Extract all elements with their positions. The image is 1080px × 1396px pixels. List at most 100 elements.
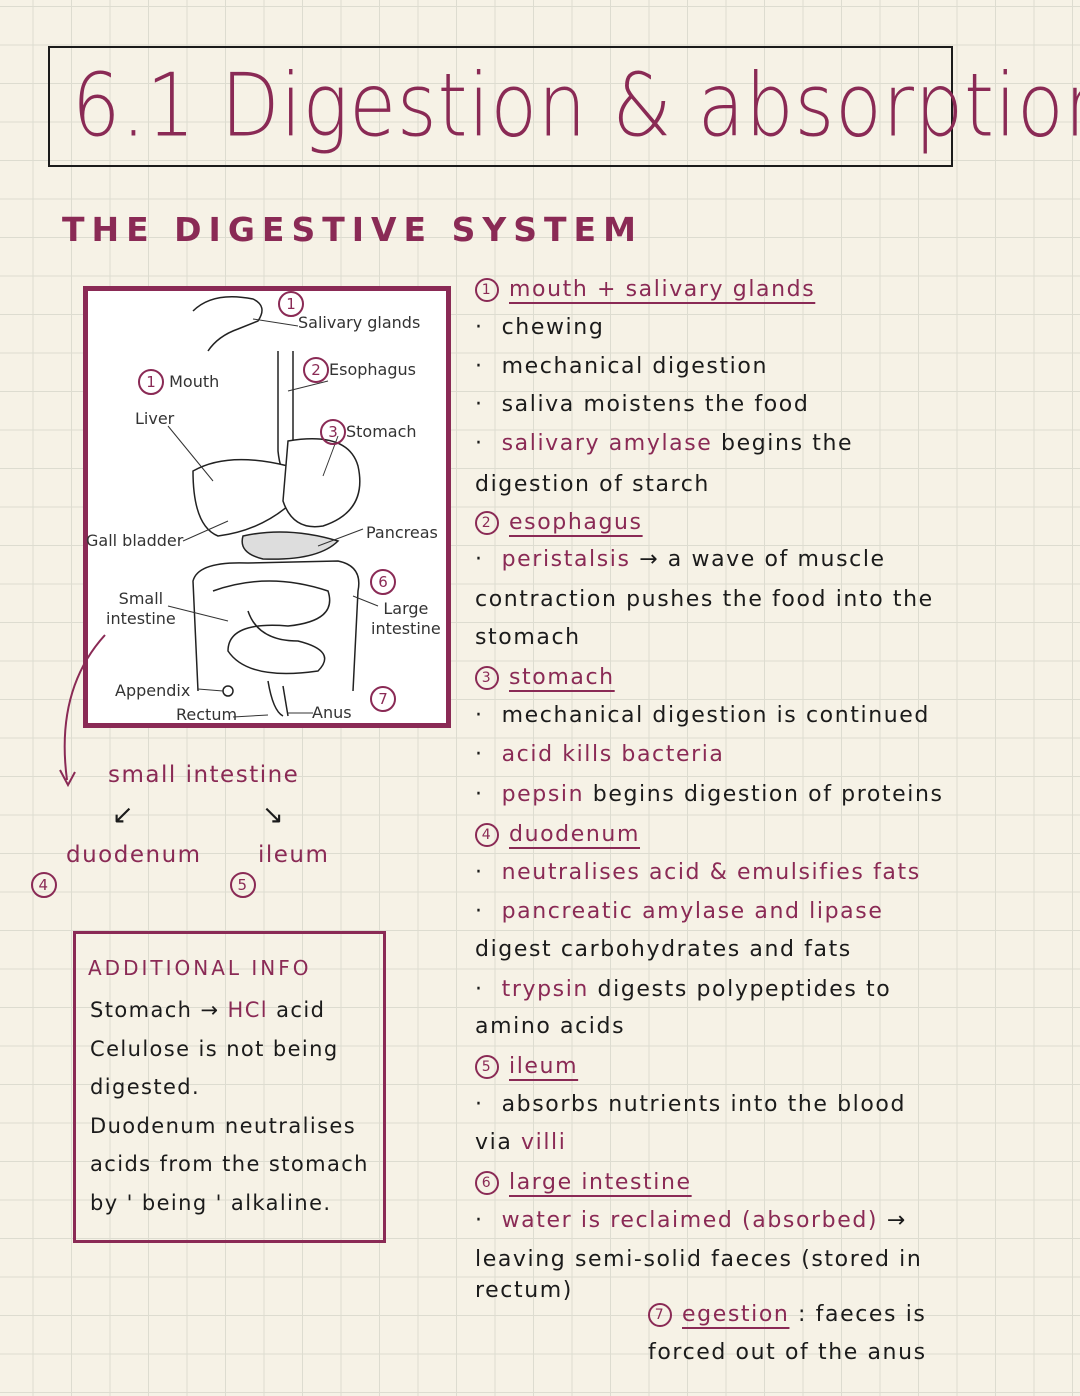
note-heading: egestion <box>682 1302 790 1327</box>
small-intestine-shape <box>212 580 331 675</box>
info-text: acid <box>268 998 326 1022</box>
number-6-icon: 6 <box>370 569 396 595</box>
note-line: ·salivary amylase begins the <box>475 430 853 458</box>
label-small-intestine: Small <box>118 589 164 608</box>
pancreas-shape <box>241 531 340 560</box>
liver-shape <box>192 458 289 537</box>
label-large-intestine: Large <box>383 599 429 618</box>
info-line: Duodenum neutralises <box>90 1114 356 1138</box>
note-text: → <box>878 1208 907 1233</box>
info-text: acids from the stomach <box>90 1152 369 1176</box>
label-liver: Liver <box>135 409 175 428</box>
number-7-icon: 7 <box>648 1303 672 1327</box>
note-text: saliva moistens the food <box>501 392 810 417</box>
note-line: · neutralises acid & emulsifies fats <box>475 859 921 887</box>
note-text: chewing <box>501 315 605 340</box>
info-line: Celulose is not being <box>90 1037 339 1061</box>
label-anus: Anus <box>312 703 352 722</box>
label-appendix: Appendix <box>115 681 191 700</box>
note-text: neutralises acid & emulsifies fats <box>501 860 921 885</box>
head-outline <box>192 296 263 352</box>
note-text: via <box>475 1130 522 1155</box>
number-5-icon: 5 <box>230 872 256 898</box>
number-5-icon: 5 <box>475 1055 499 1079</box>
note-text: mechanical digestion <box>501 354 768 379</box>
label-mouth: Mouth <box>169 372 220 391</box>
note-text: water is reclaimed (absorbed) <box>501 1208 879 1233</box>
label-small-intestine-2: intestine <box>106 609 176 628</box>
note-line: · pepsin begins digestion of proteins <box>475 781 944 809</box>
note-line: · absorbs nutrients into the blood <box>475 1091 906 1119</box>
large-intestine-shape <box>192 560 360 692</box>
bullet-icon: · <box>475 392 484 417</box>
bullet-icon: · <box>475 431 484 456</box>
note-text: pepsin <box>501 782 585 807</box>
title-box: 6.1 Digestion & absorption <box>48 46 1080 167</box>
label-salivary-glands: Salivary glands <box>298 313 421 332</box>
note-line: · saliva moistens the food <box>475 391 809 419</box>
bullet-icon: · <box>475 860 484 885</box>
note-line: rectum) <box>475 1277 573 1305</box>
number-1-icon: 1 <box>278 291 304 317</box>
label-pancreas: Pancreas <box>366 523 438 542</box>
note-heading: duodenum <box>509 822 640 847</box>
note-text: trypsin <box>501 977 589 1002</box>
note-text: begins digestion of proteins <box>584 782 944 807</box>
note-text: digests polypeptides to <box>588 977 892 1002</box>
label-large-intestine-2: intestine <box>371 619 441 638</box>
bullet-icon: · <box>475 899 484 924</box>
note-text: forced out of the anus <box>648 1340 927 1365</box>
bullet-icon: · <box>475 354 484 379</box>
note-text: acid kills bacteria <box>501 742 725 767</box>
number-1-icon: 1 <box>475 278 499 302</box>
note-text: rectum) <box>475 1278 573 1303</box>
bullet-icon: · <box>475 782 484 807</box>
note-text: → a wave of muscle <box>630 547 886 572</box>
number-2-icon: 2 <box>475 511 499 535</box>
bullet-icon: · <box>475 1208 484 1233</box>
info-text: Duodenum neutralises <box>90 1113 357 1138</box>
number-3-icon: 3 <box>320 419 346 445</box>
note-line: digestion of starch <box>475 471 710 499</box>
info-line: acids from the stomach <box>90 1152 369 1176</box>
info-text: by ' being ' alkaline. <box>90 1190 332 1215</box>
note-line: ·trypsin digests polypeptides to <box>475 976 891 1004</box>
note-text: : faeces is <box>789 1302 927 1327</box>
page-title: 6.1 Digestion & absorption <box>72 54 1080 157</box>
number-3-icon: 3 <box>475 666 499 690</box>
note-line: · chewing <box>475 314 604 342</box>
note-text: pancreatic amylase and lipase <box>501 899 884 924</box>
note-line: leaving semi-solid faeces (stored in <box>475 1246 922 1274</box>
number-4-icon: 4 <box>31 872 57 898</box>
section-heading: THE DIGESTIVE SYSTEM <box>62 210 643 249</box>
duodenum-note: duodenum <box>66 842 202 868</box>
note-line: amino acids <box>475 1013 625 1041</box>
info-line: Stomach → HCl acid <box>90 998 325 1022</box>
note-text: absorbs nutrients into the blood <box>501 1092 907 1117</box>
note-line: · mechanical digestion is continued <box>475 702 930 730</box>
note-heading: ileum <box>509 1054 579 1079</box>
bullet-icon: · <box>475 547 484 572</box>
bullet-icon: · <box>475 703 484 728</box>
note-text: mechanical digestion is continued <box>501 703 930 728</box>
number-1-icon: 1 <box>138 369 164 395</box>
note-line: ·peristalsis → a wave of muscle <box>475 546 886 574</box>
rectum-shape <box>267 680 289 717</box>
bullet-icon: · <box>475 742 484 767</box>
note-text: leaving semi-solid faeces (stored in <box>475 1247 923 1272</box>
bullet-icon: · <box>475 1092 484 1117</box>
bullet-icon: · <box>475 315 484 340</box>
number-2-icon: 2 <box>303 357 329 383</box>
note-line: via villi <box>475 1129 566 1157</box>
note-text: amino acids <box>475 1014 626 1039</box>
number-4-icon: 4 <box>475 823 499 847</box>
number-6-icon: 6 <box>475 1171 499 1195</box>
note-line: · water is reclaimed (absorbed) → <box>475 1207 907 1235</box>
number-7-icon: 7 <box>370 686 396 712</box>
note-text: digestion of starch <box>475 472 710 497</box>
